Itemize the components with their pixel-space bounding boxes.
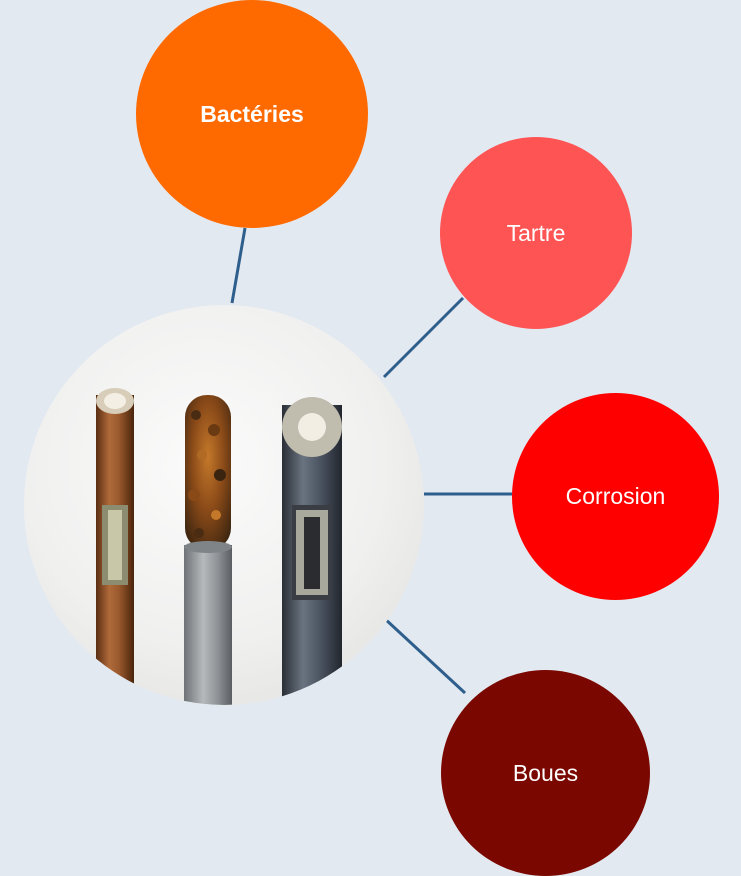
node-corrosion-label: Corrosion [566, 485, 666, 508]
pipe-sections-photo-icon [24, 305, 424, 705]
connector-boues [384, 618, 465, 693]
node-bacteries: Bactéries [136, 0, 368, 228]
copper-pipe [96, 388, 134, 705]
node-boues-label: Boues [513, 762, 578, 785]
connector-bacteries [232, 228, 245, 303]
node-tartre: Tartre [440, 137, 632, 329]
scaled-pipe [282, 397, 342, 705]
node-tartre-label: Tartre [507, 222, 566, 245]
node-bacteries-label: Bactéries [200, 103, 304, 126]
center-pipe-photo [24, 305, 424, 705]
rusted-pipe [184, 395, 232, 705]
node-boues: Boues [441, 670, 650, 876]
node-corrosion: Corrosion [512, 393, 719, 600]
connector-tartre [384, 298, 463, 377]
